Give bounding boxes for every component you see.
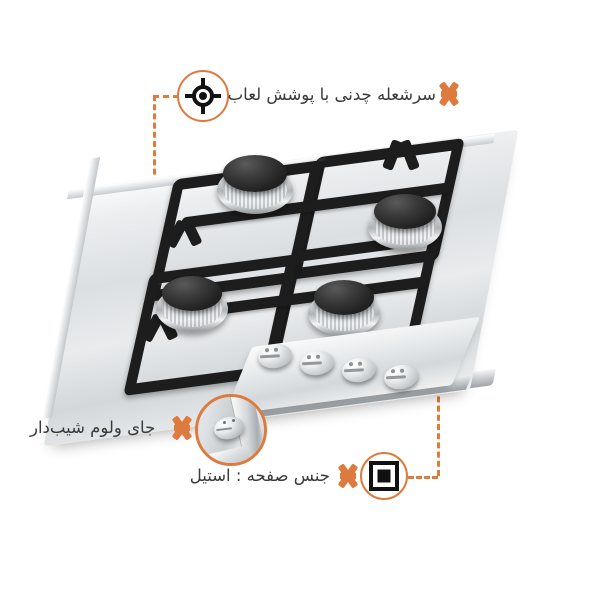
crosshair-ring	[192, 85, 214, 107]
burner-cap-rear-left	[223, 155, 287, 192]
burner-cap-front-left	[161, 275, 223, 311]
gas-cooktop-image	[41, 129, 552, 448]
asterisk-marker-burner	[435, 80, 463, 108]
target-crosshair-icon	[185, 78, 221, 114]
knob-photo-marker-dot-a	[223, 420, 227, 424]
burner-rear-right	[368, 193, 442, 250]
badge-target	[177, 70, 229, 122]
crosshair-core	[199, 92, 207, 100]
badge-surface	[360, 452, 408, 500]
asterisk-marker-surface	[334, 462, 362, 490]
concentric-squares-icon	[369, 461, 399, 491]
connector-line-surface-horizontal	[408, 476, 438, 479]
burner-cap-front-right	[313, 279, 375, 315]
square-inner	[377, 469, 391, 483]
annotation-label-surface: جنس صفحه : استیل	[189, 466, 330, 485]
asterisk-marker-knob	[168, 414, 196, 442]
crosshair-tick-west	[185, 94, 193, 98]
square-outer	[369, 461, 399, 491]
burner-front-left	[156, 275, 228, 332]
burner-rear-left	[217, 155, 293, 214]
burner-front-right	[308, 279, 380, 336]
crosshair-tick-north	[201, 78, 205, 86]
connector-line-burner-horizontal	[153, 95, 179, 98]
burner-cap-rear-right	[373, 193, 437, 229]
knob-photo-marker-dot-b	[232, 419, 236, 423]
crosshair-tick-south	[201, 106, 205, 114]
knob-photo-circle	[195, 394, 267, 466]
annotation-label-burner: سرشعله چدنی با پوشش لعاب	[227, 85, 436, 104]
crosshair-tick-east	[213, 94, 221, 98]
annotation-label-knob: جای ولوم شیب‌دار	[30, 418, 156, 437]
